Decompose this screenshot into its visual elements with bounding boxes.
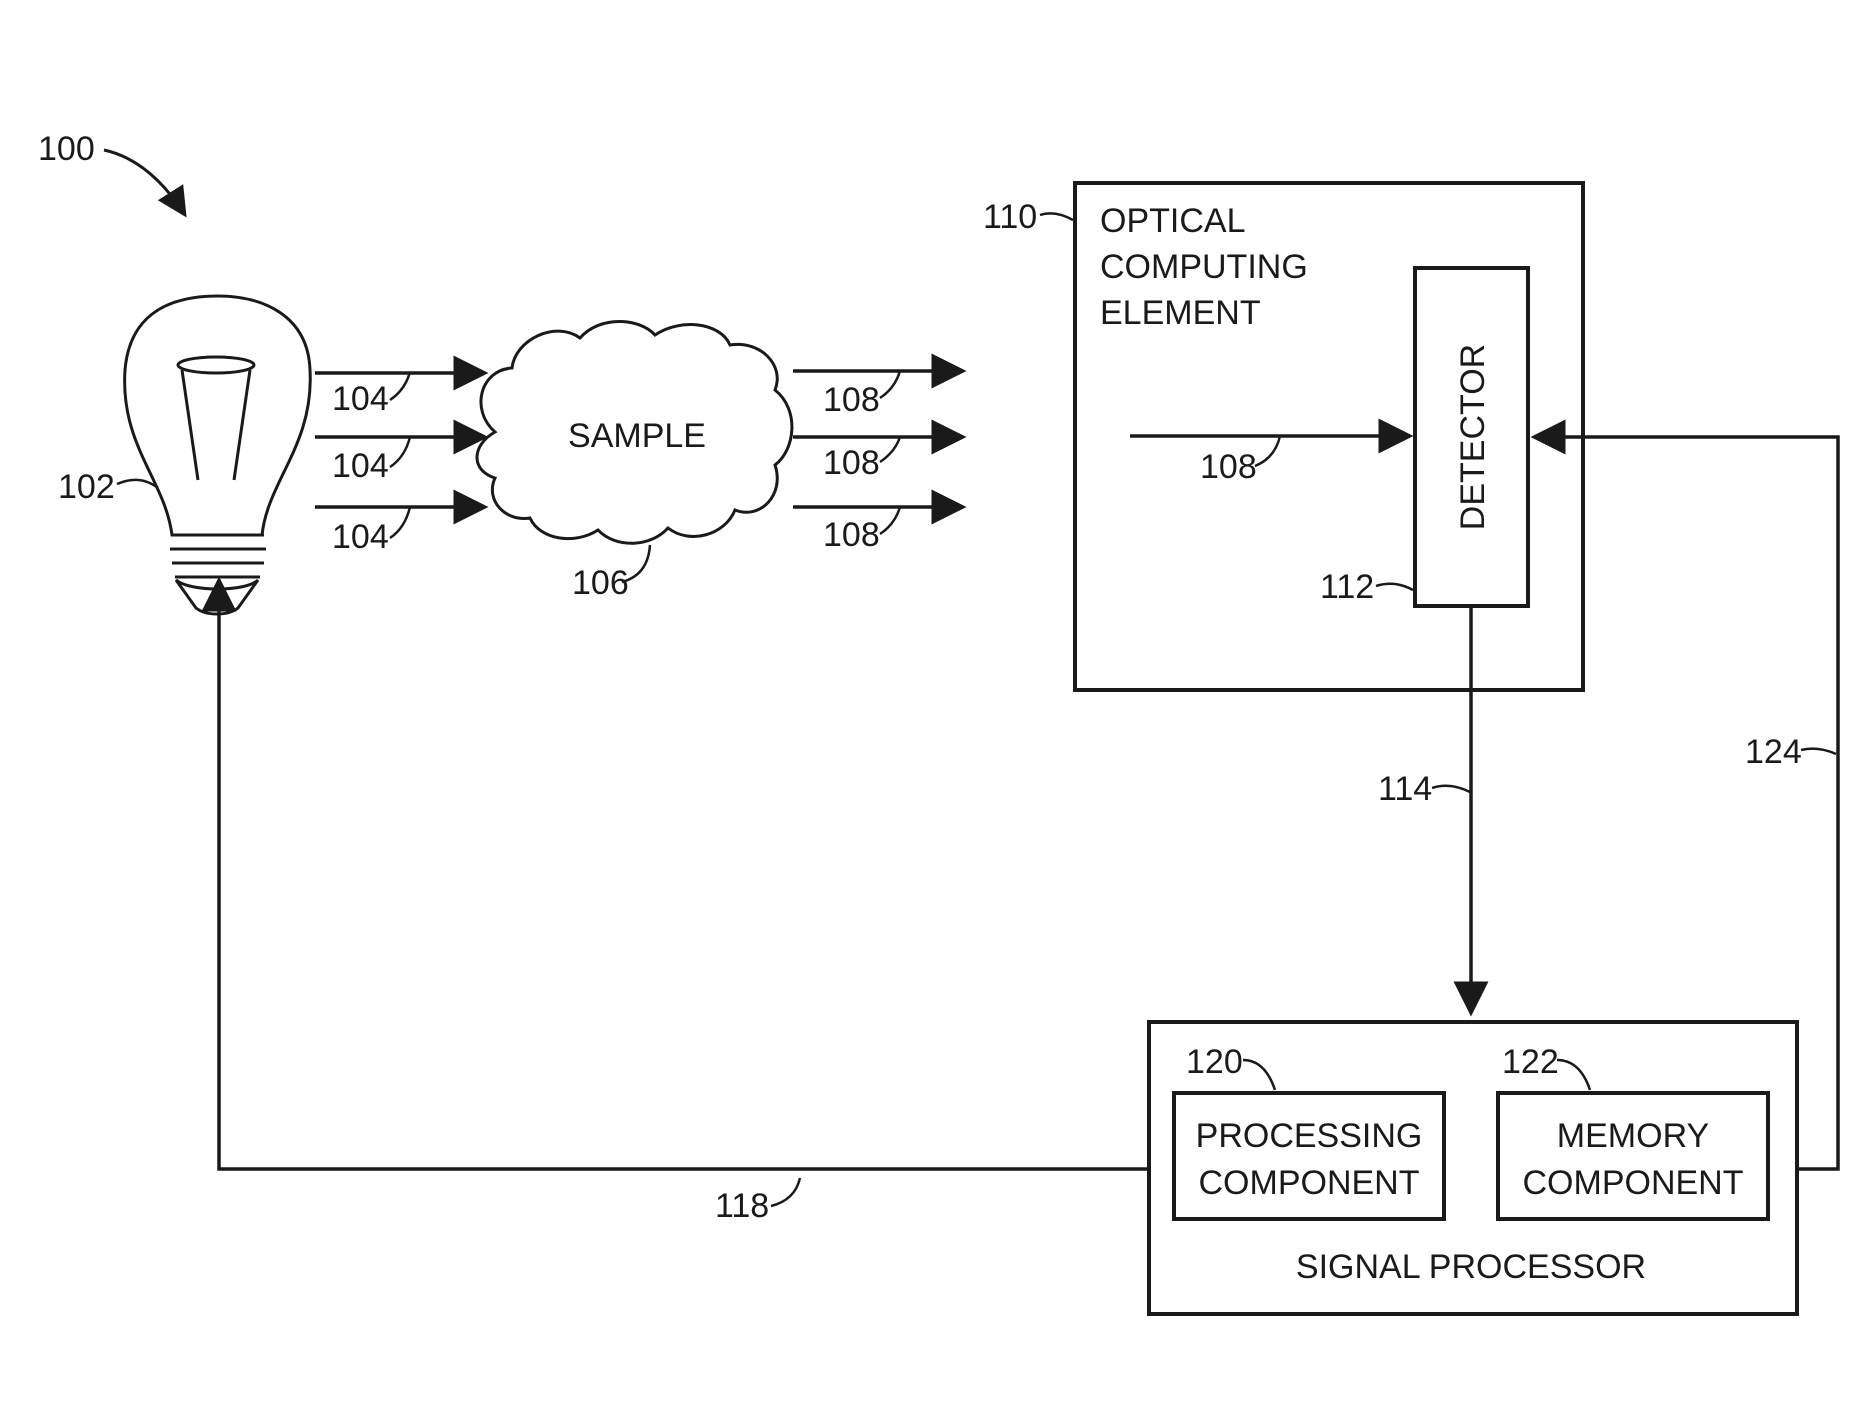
incident-light-ref-1: 104: [332, 380, 389, 418]
processing-component-label-2: COMPONENT: [1199, 1164, 1420, 1202]
processing-component-label-1: PROCESSING: [1196, 1117, 1423, 1155]
interacted-light-ref-1: 108: [823, 381, 880, 419]
memory-component-label-2: COMPONENT: [1523, 1164, 1744, 1202]
sample-label: SAMPLE: [568, 417, 706, 455]
optical-element-label-1: OPTICAL: [1100, 202, 1245, 240]
feedback-to-source-line: [219, 580, 1149, 1169]
sample-ref: 106: [572, 564, 629, 602]
memory-component-ref: 122: [1502, 1043, 1559, 1081]
output-signal-ref: 114: [1378, 770, 1432, 808]
detector-ref: 112: [1320, 568, 1374, 606]
light-source-leader: [117, 480, 158, 488]
optical-element-label-2: COMPUTING: [1100, 248, 1308, 286]
light-source-ref: 102: [58, 468, 115, 506]
processing-component-ref: 120: [1186, 1043, 1243, 1081]
incident-light-ref-3: 104: [332, 518, 389, 556]
signal-processor-label: SIGNAL PROCESSOR: [1296, 1248, 1646, 1286]
light-bulb-icon: [125, 296, 311, 614]
incident-light-ref-2: 104: [332, 447, 389, 485]
feedback-to-source-ref: 118: [715, 1187, 769, 1225]
interacted-light-ref-3: 108: [823, 516, 880, 554]
figure-ref-arrow: [104, 150, 185, 215]
feedback-to-detector-ref: 124: [1745, 733, 1802, 771]
memory-component-label-1: MEMORY: [1557, 1117, 1709, 1155]
feedback-to-detector-line: [1534, 437, 1838, 1169]
optical-element-label-3: ELEMENT: [1100, 294, 1261, 332]
optical-element-ref: 110: [983, 198, 1037, 236]
light-to-detector-ref: 108: [1200, 448, 1257, 486]
interacted-light-ref-2: 108: [823, 444, 880, 482]
detector-label: DETECTOR: [1454, 344, 1492, 530]
figure-ref: 100: [38, 130, 95, 168]
